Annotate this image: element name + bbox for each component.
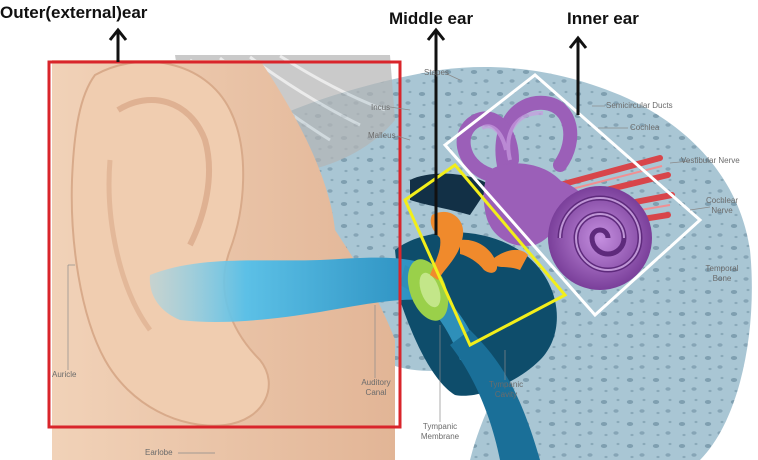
inner-ear-heading: Inner ear [567, 9, 639, 29]
vestibular-nerve-label: Vestibular Nerve [681, 156, 740, 166]
tympanic-cavity-label-line1: Tympanic [482, 380, 530, 390]
tympanic-membrane-label-line1: Tympanic [412, 422, 468, 432]
auditory-canal-label-line2: Canal [352, 388, 400, 398]
malleus-label: Malleus [368, 131, 396, 141]
semicircular-ducts-label: Semicircular Ducts [606, 101, 673, 111]
temporal-bone-label-line1: Temporal [698, 264, 746, 274]
earlobe-label: Earlobe [145, 448, 173, 458]
cochlea-label: Cochlea [630, 123, 659, 133]
incus-label: Incus [371, 103, 390, 113]
cochlear-nerve-label-line2: Nerve [698, 206, 746, 216]
outer-ear-arrow [110, 30, 126, 62]
auditory-canal-label-line1: Auditory [352, 378, 400, 388]
cochlear-nerve-label: Cochlear Nerve [698, 196, 746, 216]
tympanic-cavity-label-line2: Cavity [482, 390, 530, 400]
cochlea-shape [548, 186, 652, 290]
tympanic-cavity-label: Tympanic Cavity [482, 380, 530, 400]
outer-ear-heading: Outer(external)ear [0, 3, 147, 23]
auditory-canal-label: Auditory Canal [352, 378, 400, 398]
tympanic-membrane-label-line2: Membrane [412, 432, 468, 442]
auricle-label: Auricle [52, 370, 76, 380]
stapes-label: Stapes [424, 68, 449, 78]
middle-ear-heading: Middle ear [389, 9, 473, 29]
temporal-bone-label-line2: Bone [698, 274, 746, 284]
temporal-bone-label: Temporal Bone [698, 264, 746, 284]
cochlear-nerve-label-line1: Cochlear [698, 196, 746, 206]
tympanic-membrane-label: Tympanic Membrane [412, 422, 468, 442]
